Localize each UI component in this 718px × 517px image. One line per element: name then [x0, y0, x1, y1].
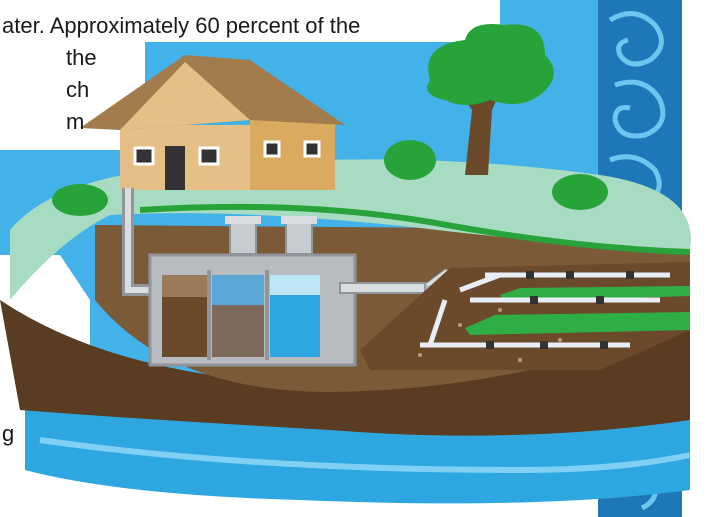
lawn	[10, 159, 691, 300]
body-text-line-1: ater. Approximately 60 percent of the	[2, 13, 361, 38]
tree-icon	[427, 24, 554, 175]
soil-layer	[0, 300, 690, 436]
body-text-line-2: the	[66, 45, 97, 70]
body-text-line-3: ch	[66, 77, 90, 102]
house-icon	[80, 55, 345, 190]
septic-tank-icon	[148, 216, 357, 367]
water-highlight	[39, 437, 691, 474]
drain-field-icon	[360, 262, 690, 370]
shrub-middle	[384, 140, 436, 180]
outlet-pipe	[339, 282, 429, 294]
shrub-right	[552, 174, 608, 210]
body-text-line-5: g	[2, 421, 15, 446]
body-text-line-4: m	[66, 109, 85, 134]
grass-edge	[139, 203, 691, 255]
shrub-left	[52, 184, 108, 216]
